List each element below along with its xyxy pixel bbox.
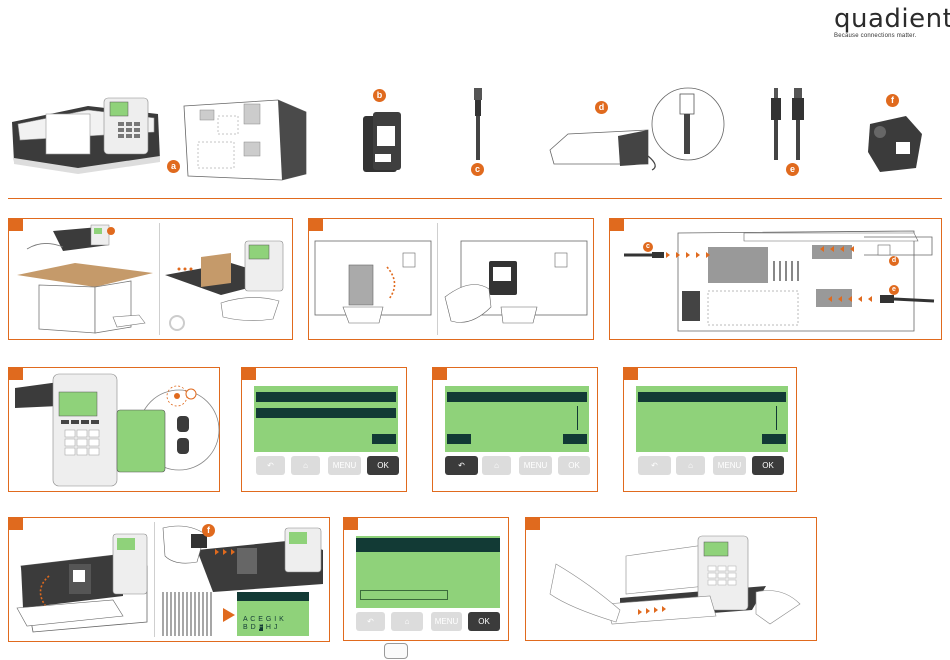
part-letter-e: e [786, 163, 799, 176]
home-button[interactable]: ⌂ [482, 456, 511, 475]
scroll-indicator-icon [776, 406, 777, 430]
display-softkey-right [372, 434, 396, 444]
step-unpack-panel [8, 218, 293, 340]
unpack-box-illustration [13, 223, 158, 337]
step-ink-install-panel: f A C E G I K B D F H J [8, 517, 330, 642]
display-softkey-right [563, 434, 587, 444]
ink-pattern-row-2: B D F H J [243, 624, 278, 631]
insert-ink-illustration [157, 522, 327, 594]
screen-step-panel-3: ↶ ⌂ MENU OK [623, 367, 797, 492]
display-selected-row [256, 408, 396, 418]
step-connect-cables-panel: c d e [609, 218, 942, 340]
brand-name: quadient [834, 4, 950, 34]
step-marker [344, 518, 358, 530]
ink-step-letter: f [202, 524, 215, 537]
remove-packing-illustration [161, 223, 291, 337]
next-arrow-icon [223, 608, 235, 622]
open-cover-illustration [313, 237, 435, 335]
ok-button[interactable]: OK [752, 456, 784, 475]
menu-button[interactable]: MENU [713, 456, 746, 475]
cable-letter-e: e [889, 285, 899, 295]
menu-button[interactable]: MENU [328, 456, 361, 475]
back-button[interactable]: ↶ [356, 612, 385, 631]
cable-letter-d: d [889, 256, 899, 266]
ink-cartridge-illustration [361, 110, 405, 174]
step-feed-envelope-panel [525, 517, 817, 641]
part-letter-c: c [471, 163, 484, 176]
display-screen [636, 386, 788, 452]
display-screen [445, 386, 589, 452]
ink-pattern-row-1: A C E G I K [243, 616, 284, 623]
menu-button[interactable]: MENU [519, 456, 552, 475]
display-screen [356, 536, 500, 608]
part-letter-a: a [167, 160, 180, 173]
part-letter-f: f [886, 94, 899, 107]
cartridge-slot-illustration [13, 526, 151, 638]
cable-letter-c: c [643, 242, 653, 252]
step-marker [433, 368, 447, 380]
power-on-illustration [13, 372, 217, 490]
home-button[interactable]: ⌂ [291, 456, 320, 475]
ink-select-screen: A C E G I K B D F H J [237, 592, 309, 636]
usb-cable-illustration [470, 88, 486, 160]
step-power-on-panel [8, 367, 220, 492]
cable-connections-illustration [614, 225, 940, 337]
screen-step-panel-1: ↶ ⌂ MENU OK [241, 367, 407, 492]
brand-logo: quadient Because connections matter. [834, 6, 944, 42]
print-test-pattern [159, 590, 215, 638]
step-marker [242, 368, 256, 380]
screen-step-panel-2: ↶ ⌂ MENU OK [432, 367, 598, 492]
display-title-bar [638, 392, 786, 402]
print-label-icon [384, 643, 408, 659]
step-marker [309, 219, 323, 231]
display-input-field[interactable] [360, 590, 448, 600]
display-title-bar [356, 538, 500, 552]
home-button[interactable]: ⌂ [676, 456, 705, 475]
power-cable-illustration [768, 88, 806, 160]
screen-step-panel-4: ↶ ⌂ MENU OK [343, 517, 509, 641]
home-button[interactable]: ⌂ [391, 612, 423, 631]
ok-button[interactable]: OK [558, 456, 590, 475]
menu-button[interactable]: MENU [431, 612, 462, 631]
part-letter-b: b [373, 89, 386, 102]
install-cartridge-illustration [441, 237, 591, 335]
display-title-bar [256, 392, 396, 402]
section-divider [8, 198, 942, 199]
step-insert-cartridge-panel: b [308, 218, 594, 340]
back-button[interactable]: ↶ [445, 456, 478, 475]
display-softkey-left [447, 434, 471, 444]
step-marker [624, 368, 638, 380]
display-screen [254, 386, 398, 452]
feed-envelope-illustration [530, 524, 814, 638]
display-softkey-right [762, 434, 786, 444]
ok-button[interactable]: OK [367, 456, 399, 475]
ok-button[interactable]: OK [468, 612, 500, 631]
back-button[interactable]: ↶ [256, 456, 285, 475]
postage-machine-illustration [8, 92, 168, 174]
display-title-bar [237, 592, 309, 601]
back-button[interactable]: ↶ [638, 456, 671, 475]
modem-illustration [548, 84, 724, 176]
scroll-indicator-icon [577, 406, 578, 430]
display-title-bar [447, 392, 587, 402]
ink-holder-illustration [866, 112, 926, 174]
machine-rear-illustration [178, 92, 312, 182]
